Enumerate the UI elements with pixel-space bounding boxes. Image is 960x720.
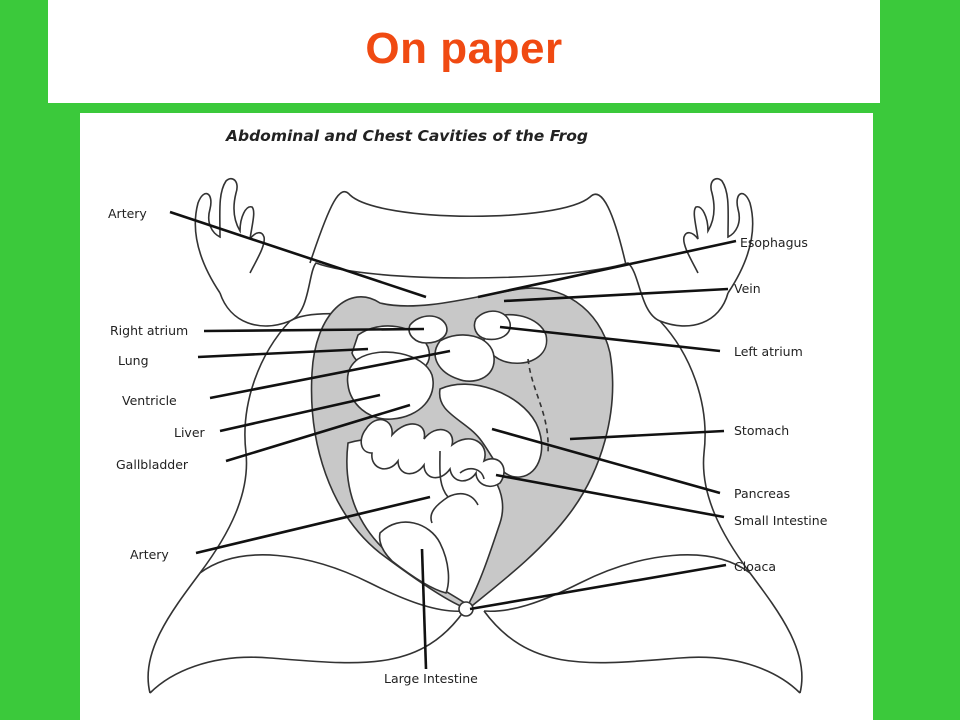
ventricle-shape bbox=[434, 334, 495, 382]
dashed-stomach-line bbox=[527, 358, 549, 454]
label-large-intestine: Large Intestine bbox=[384, 671, 478, 686]
label-small-intestine: Small Intestine bbox=[734, 513, 828, 528]
right-atrium-shape bbox=[408, 315, 448, 344]
label-gallbladder: Gallbladder bbox=[116, 457, 189, 472]
large-intestine-shape bbox=[378, 521, 450, 594]
label-cloaca: Cloaca bbox=[734, 559, 776, 574]
liver-shape bbox=[346, 351, 434, 420]
stomach-shape bbox=[438, 383, 543, 478]
label-esophagus: Esophagus bbox=[740, 235, 808, 250]
diagram-labels: Artery Right atrium Lung Ventricle Liver… bbox=[108, 206, 828, 686]
label-vein: Vein bbox=[734, 281, 761, 296]
left-atrium-shape bbox=[473, 310, 511, 341]
mesentery-vessels bbox=[430, 450, 485, 524]
diagram-title: Abdominal and Chest Cavities of the Frog bbox=[225, 127, 588, 145]
frog-diagram-panel: Abdominal and Chest Cavities of the Frog bbox=[80, 113, 873, 720]
leader-lines bbox=[169, 210, 737, 670]
label-pancreas: Pancreas bbox=[734, 486, 790, 501]
label-left-atrium: Left atrium bbox=[734, 344, 803, 359]
organs bbox=[346, 310, 549, 617]
label-lung: Lung bbox=[118, 353, 149, 368]
slide-title: On paper bbox=[365, 24, 563, 73]
label-artery-top: Artery bbox=[108, 206, 147, 221]
label-artery-bottom: Artery bbox=[130, 547, 169, 562]
title-banner: On paper bbox=[48, 0, 880, 103]
label-right-atrium: Right atrium bbox=[110, 323, 188, 338]
label-ventricle: Ventricle bbox=[122, 393, 177, 408]
label-liver: Liver bbox=[174, 425, 206, 440]
frog-diagram: Abdominal and Chest Cavities of the Frog bbox=[108, 127, 828, 694]
label-stomach: Stomach bbox=[734, 423, 789, 438]
